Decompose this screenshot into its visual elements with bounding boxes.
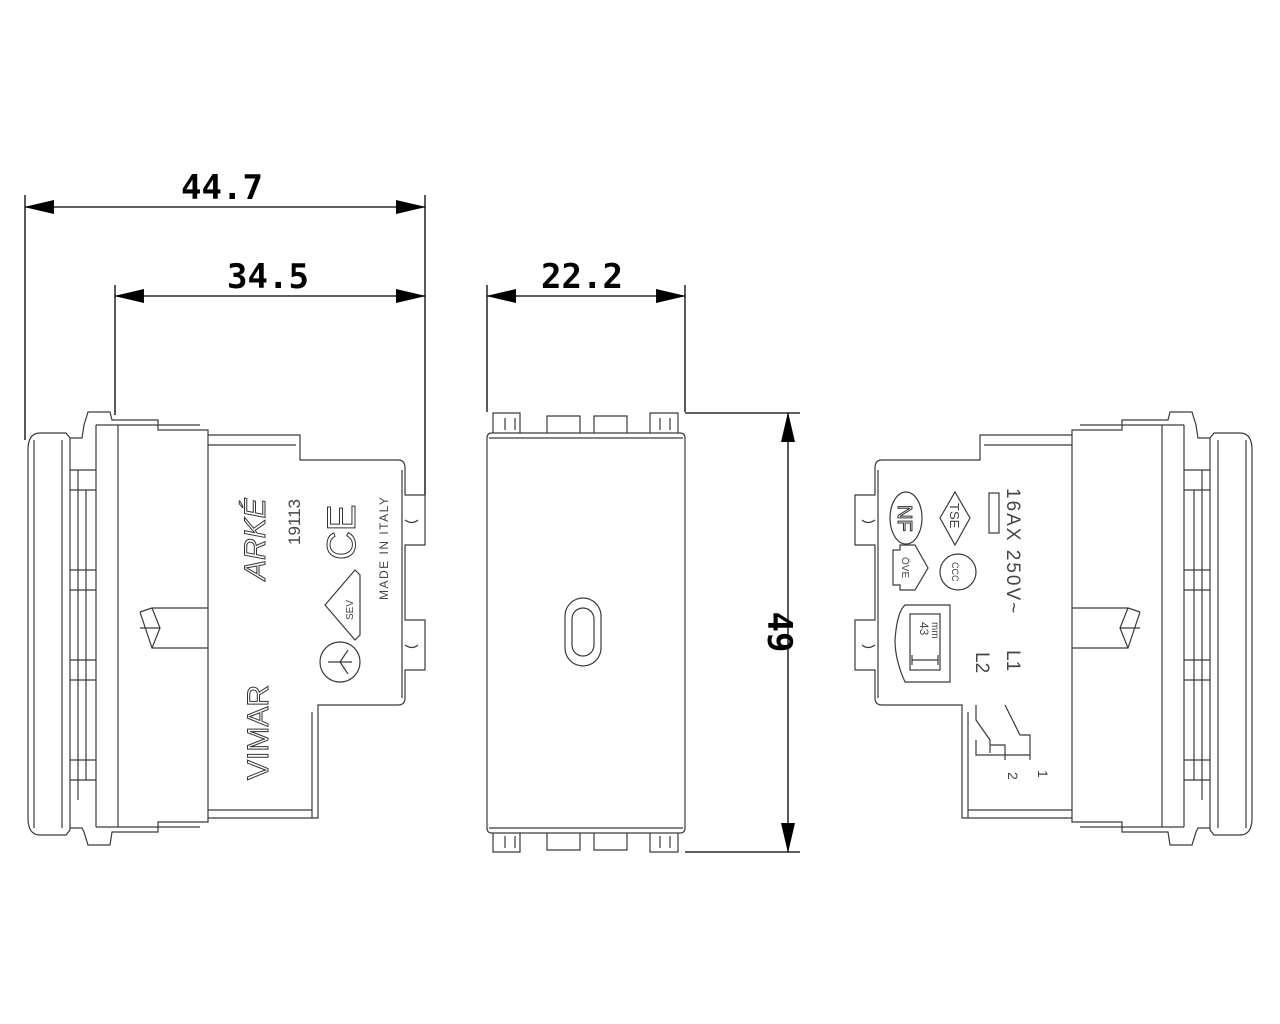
strip-unit: mm bbox=[929, 622, 940, 639]
ccc-mark-icon bbox=[939, 553, 977, 591]
rating-label: 16AX 250V~ bbox=[1002, 488, 1023, 615]
dimension-label: 34.5 bbox=[227, 257, 309, 297]
strip-length: 43 bbox=[917, 622, 931, 636]
tse-mark-icon bbox=[939, 490, 971, 547]
series-arke: ARKÉ bbox=[239, 497, 272, 582]
dimension-label: 22.2 bbox=[541, 257, 623, 297]
terminal-l1: L1 bbox=[1002, 650, 1023, 671]
contact-2: 2 bbox=[1005, 772, 1021, 780]
nf-label: NF bbox=[893, 505, 915, 532]
right-side-view: NF TSE ÖVE CCC 16AX 250V~ L1 L2 43 mm 1 … bbox=[854, 411, 1253, 846]
dimension-label: 44.7 bbox=[181, 168, 263, 208]
tse-label: TSE bbox=[947, 503, 962, 529]
dimension-body-depth: 34.5 bbox=[114, 257, 426, 415]
strip-gauge bbox=[894, 604, 951, 683]
dimension-overall-depth: 44.7 bbox=[24, 168, 426, 495]
rating-box bbox=[988, 492, 1000, 534]
sev-logo bbox=[324, 569, 361, 641]
terminal-l2: L2 bbox=[971, 652, 992, 673]
ccc-label: CCC bbox=[950, 562, 960, 582]
ce-mark: CE bbox=[320, 504, 364, 560]
origin-label: MADE IN ITALY bbox=[377, 496, 391, 600]
left-side-view: VIMAR ARKÉ 19113 CE SEV MADE IN ITALY bbox=[27, 411, 426, 846]
sev-label: SEV bbox=[345, 600, 356, 620]
product-code: 19113 bbox=[285, 499, 304, 545]
front-view bbox=[486, 412, 686, 853]
dimension-label: 49 bbox=[759, 612, 799, 653]
contact-1: 1 bbox=[1035, 770, 1051, 778]
ove-label: ÖVE bbox=[899, 557, 911, 578]
approval-mark-icon bbox=[319, 641, 361, 683]
nf-mark-icon bbox=[889, 491, 923, 545]
dimension-width: 22.2 bbox=[486, 257, 686, 412]
brand-vimar: VIMAR bbox=[242, 685, 275, 780]
ove-mark-icon bbox=[892, 544, 929, 591]
rocker-slot bbox=[564, 597, 602, 667]
dimension-height: 49 bbox=[685, 412, 800, 853]
